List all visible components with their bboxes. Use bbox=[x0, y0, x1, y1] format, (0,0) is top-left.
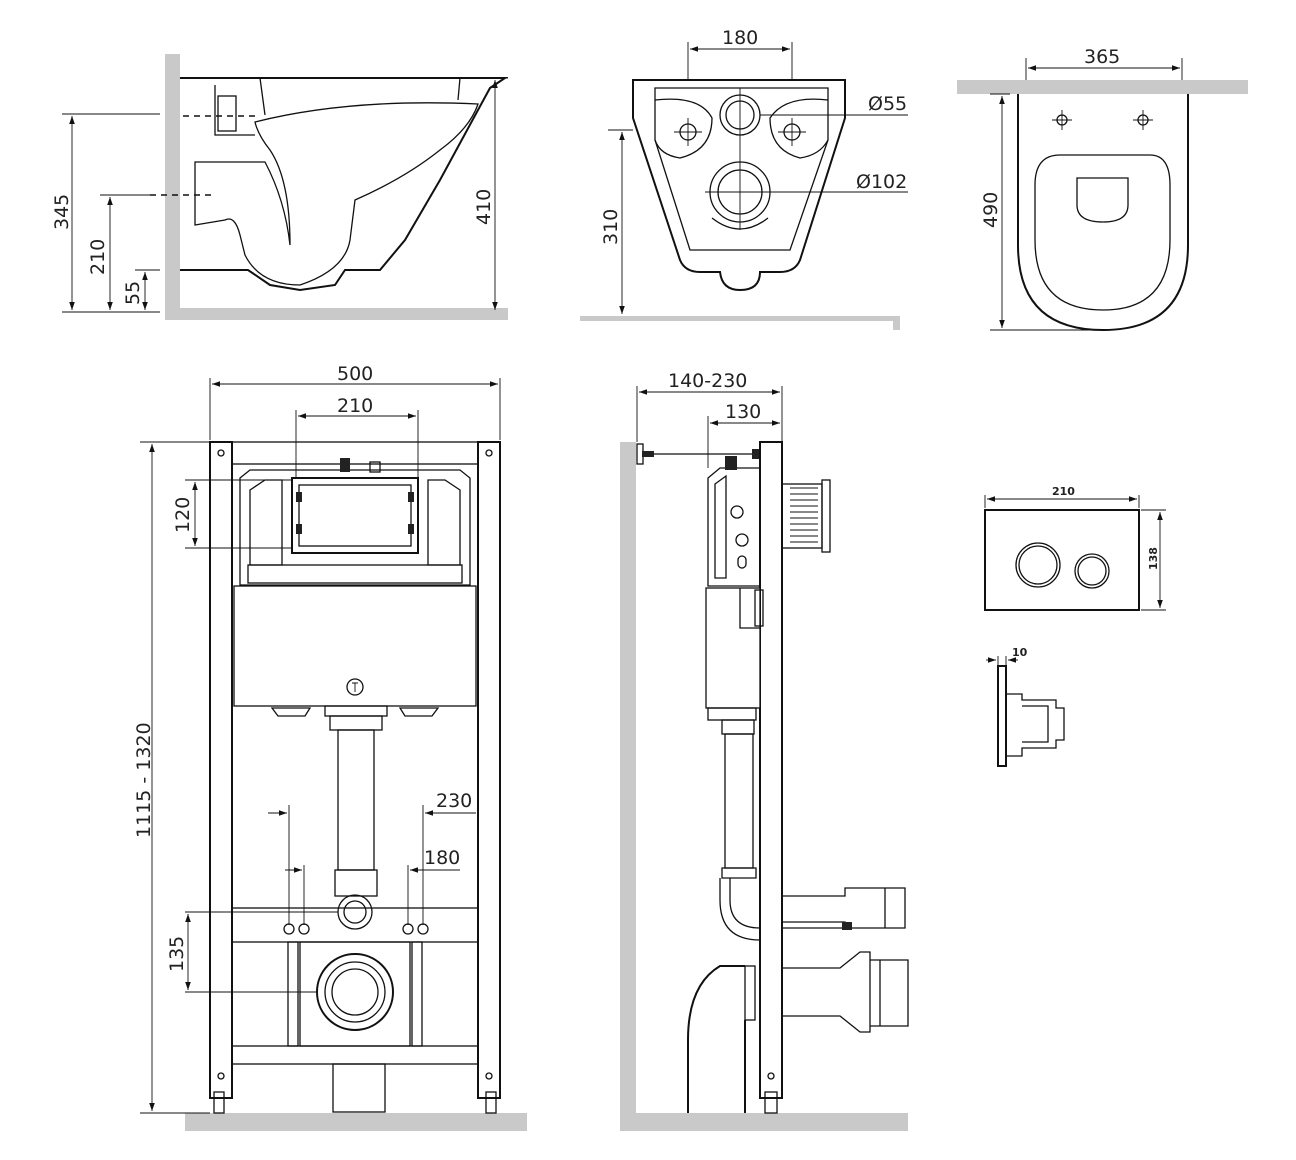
dim-55: 55 bbox=[122, 281, 144, 305]
dim-490: 490 bbox=[980, 192, 1002, 228]
dim-140-230: 140-230 bbox=[668, 370, 747, 392]
dim-135: 135 bbox=[166, 936, 188, 972]
dim-diameter-55: Ø55 bbox=[868, 93, 907, 115]
dim-210: 210 bbox=[87, 239, 109, 275]
dim-180-rear: 180 bbox=[722, 27, 758, 49]
dim-210-plate: 210 bbox=[1052, 485, 1075, 498]
dim-230: 230 bbox=[436, 790, 472, 812]
frame-side-view: 140-230 130 bbox=[620, 370, 909, 1131]
dim-310: 310 bbox=[600, 209, 622, 245]
dim-365: 365 bbox=[1084, 46, 1120, 68]
dim-138: 138 bbox=[1147, 547, 1160, 570]
dim-diameter-102: Ø102 bbox=[856, 171, 907, 193]
dim-1115-1320: 1115 - 1320 bbox=[133, 722, 155, 838]
dim-130: 130 bbox=[725, 401, 761, 423]
toilet-rear-view: 180 Ø55 Ø102 310 bbox=[580, 27, 908, 330]
toilet-side-view: 345 210 55 410 bbox=[51, 54, 509, 320]
dim-500: 500 bbox=[337, 363, 373, 385]
flush-plate-front: 210 138 bbox=[984, 485, 1166, 611]
flush-plate-side: 10 bbox=[986, 646, 1065, 767]
frame-front-view: 500 210 120 1115 - 1320 230 180 135 bbox=[133, 363, 527, 1131]
dim-10: 10 bbox=[1012, 646, 1028, 659]
toilet-top-view: 365 490 bbox=[957, 46, 1248, 332]
dim-120: 120 bbox=[172, 497, 194, 533]
dim-180-frame: 180 bbox=[424, 847, 460, 869]
dim-210-frame: 210 bbox=[337, 395, 373, 417]
dim-345: 345 bbox=[51, 194, 73, 230]
dim-410: 410 bbox=[473, 189, 495, 225]
